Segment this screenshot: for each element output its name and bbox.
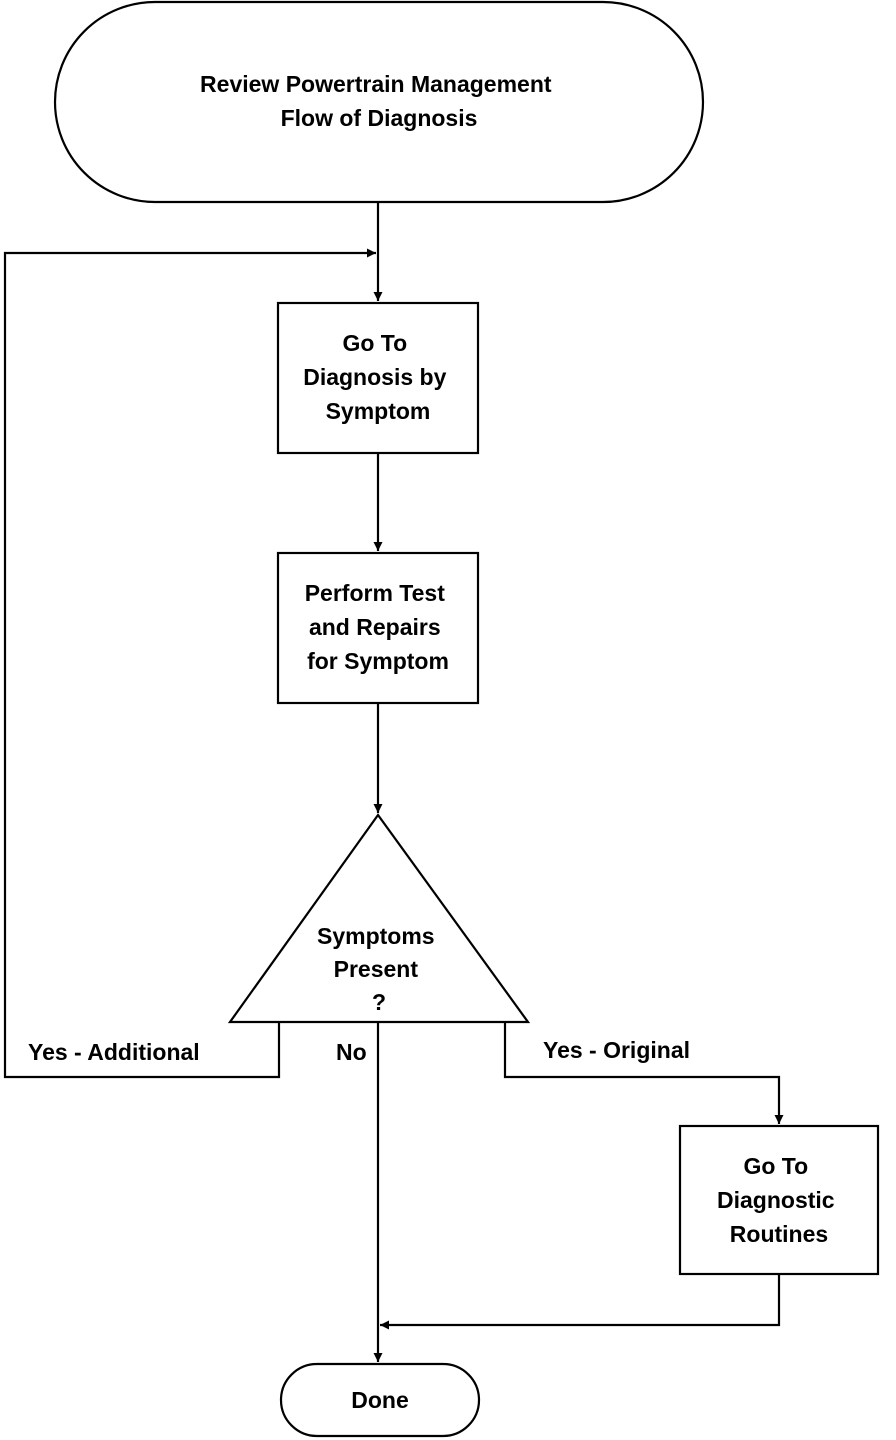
step-routines-line-1: Go To: [743, 1153, 808, 1179]
svg-text:Perform Test and Repairs: Perform Test and Repairs for Symptom: [305, 580, 452, 674]
step-routines-line-2: Diagnostic: [717, 1187, 835, 1213]
svg-text:Go To Diagnostic R: Go To Diagnostic Routines: [717, 1153, 841, 1247]
edge-label-yes-original: Yes - Original: [543, 1037, 690, 1063]
step-repairs-line-3: for Symptom: [307, 648, 449, 674]
edge-label-no: No: [336, 1039, 367, 1065]
end-node-label: Done: [351, 1387, 409, 1413]
step-diagnosis-by-symptom: Go To Diagnosis by Symptom: [276, 301, 480, 455]
edge-loop-yes-additional: [3, 248, 376, 1079]
step-symptom-line-1: Go To: [342, 330, 407, 356]
step-routines-line-3: Routines: [730, 1221, 828, 1247]
decision-line-2: Present: [334, 956, 419, 982]
decision-symptoms-present: Symptoms Present ?: [227, 813, 531, 1024]
end-node: Done: [279, 1362, 481, 1438]
step-symptom-line-2: Diagnosis by: [303, 364, 446, 390]
step-repairs-line-1: Perform Test: [305, 580, 446, 606]
step-perform-test-repairs: Perform Test and Repairs for Symptom: [276, 551, 480, 705]
step-diagnostic-routines: Go To Diagnostic Routines: [678, 1124, 880, 1276]
start-node: Review Powertrain Management Flow of Dia…: [53, 0, 705, 204]
start-node-line-1: Review Powertrain Management: [200, 71, 552, 97]
edge-routines-to-done: [380, 1274, 781, 1330]
svg-text:Go To Diagnosis by: Go To Diagnosis by Symptom: [303, 330, 453, 424]
svg-text:Symptoms Present ?: Symptoms Present ?: [317, 923, 441, 1015]
step-symptom-line-3: Symptom: [326, 398, 431, 424]
decision-line-1: Symptoms: [317, 923, 435, 949]
edge-label-yes-additional: Yes - Additional: [28, 1039, 200, 1065]
step-repairs-line-2: and Repairs: [309, 614, 441, 640]
decision-line-3: ?: [372, 989, 386, 1015]
svg-text:Review Powertrain Management: Review Powertrain Management Flow of Dia…: [200, 71, 558, 131]
edge-yes-original-to-routines: [503, 1022, 784, 1124]
start-node-line-2: Flow of Diagnosis: [281, 105, 478, 131]
